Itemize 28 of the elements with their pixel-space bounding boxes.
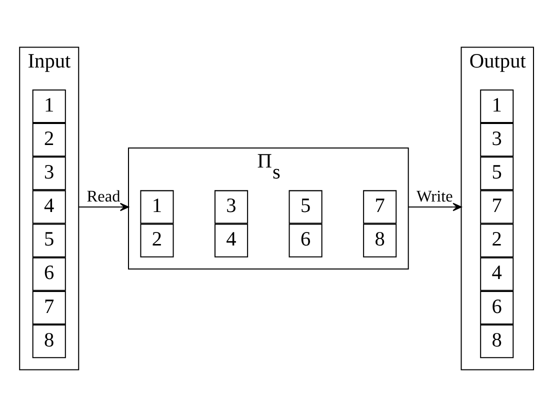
node-box: 1 — [32, 88, 66, 123]
node-box: 7 — [32, 290, 66, 324]
edge-label: Write — [416, 186, 453, 206]
node-box: 8 — [32, 324, 66, 358]
node-box: 6 — [32, 256, 66, 290]
node-box: 6 — [480, 290, 514, 324]
node-box: 7 — [363, 190, 397, 224]
node-box: 1 — [140, 190, 174, 224]
arrow — [408, 202, 462, 211]
node-box: 2 — [140, 223, 174, 257]
arrow — [78, 202, 129, 211]
node-box: 1 — [480, 88, 514, 123]
node-box: 4 — [32, 190, 66, 224]
node-box: 8 — [480, 324, 514, 358]
node-box: 2 — [480, 223, 514, 257]
node-box: 5 — [32, 223, 66, 257]
node-box: 4 — [214, 223, 248, 257]
node-box: 5 — [288, 190, 322, 224]
node-box: 4 — [480, 256, 514, 290]
node-box: 3 — [214, 190, 248, 224]
node-box: 3 — [32, 156, 66, 190]
edge-label: Read — [86, 186, 120, 206]
node-box: 6 — [288, 223, 322, 257]
node-box: 8 — [363, 223, 397, 257]
node-box: 2 — [32, 122, 66, 156]
node-box: 7 — [480, 190, 514, 224]
node-box: 5 — [480, 156, 514, 190]
node-box: 3 — [480, 122, 514, 156]
